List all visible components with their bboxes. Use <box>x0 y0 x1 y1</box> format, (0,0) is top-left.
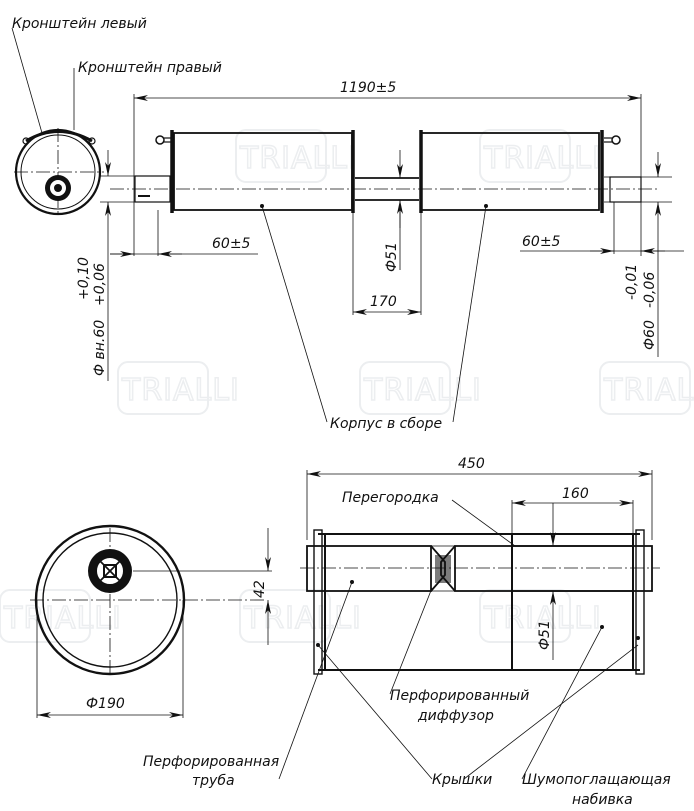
top-side-view <box>100 94 684 423</box>
dim-pipe-diameter: Ф51 <box>537 620 553 650</box>
watermark-7: TRIALLI <box>239 589 362 643</box>
svg-text:TRIALLI: TRIALLI <box>239 141 358 176</box>
label-perforated-diffuser-2: диффузор <box>417 708 494 724</box>
watermark-1: TRIALLI <box>235 129 358 183</box>
svg-text:TRIALLI: TRIALLI <box>603 373 694 408</box>
dim-pipe-offset: 42 <box>252 580 268 598</box>
cap-right <box>635 529 645 675</box>
label-sound-packing-2: набивка <box>572 792 633 808</box>
dim-right-pipe-length: 60±5 <box>522 234 561 250</box>
label-bracket-right: Кронштейн правый <box>78 60 222 76</box>
dim-left-pipe-length: 60±5 <box>212 236 251 252</box>
dim-outlet-tol-upper: -0,01 <box>624 264 640 300</box>
leader-perforated-pipe <box>278 581 353 780</box>
label-sound-packing-1: Шумопоглащающая <box>522 772 671 788</box>
dim-inlet-tol-upper: +0,10 <box>76 257 92 300</box>
svg-text:TRIALLI: TRIALLI <box>243 601 362 636</box>
bottom-section-view <box>278 470 660 780</box>
label-body-assembly: Корпус в сборе <box>330 416 442 432</box>
watermarks: TRIALLI TRIALLI TRIALLI TRIALLI TRIALLI … <box>0 129 694 643</box>
watermark-2: TRIALLI <box>479 129 602 183</box>
watermark-5: TRIALLI <box>599 361 694 415</box>
dim-packing-length: 160 <box>562 486 589 502</box>
label-bracket-left: Кронштейн левый <box>12 16 147 32</box>
dim-body-length: 450 <box>458 456 485 472</box>
leader-caps-right <box>463 644 639 780</box>
watermark-4: TRIALLI <box>359 361 482 415</box>
outlet-pipe <box>609 176 642 203</box>
label-perforated-pipe-1: Перфорированная <box>143 754 279 770</box>
label-perforated-diffuser-1: Перфорированный <box>390 688 529 704</box>
leader-caps-left <box>317 644 433 780</box>
leader-bracket-left <box>11 27 43 134</box>
watermark-8: TRIALLI <box>479 589 602 643</box>
svg-text:TRIALLI: TRIALLI <box>483 601 602 636</box>
dim-inlet-tol-lower: +0,06 <box>92 263 108 306</box>
bottom-end-view <box>30 524 272 718</box>
dim-connector-diameter: Ф51 <box>384 242 400 272</box>
dim-inlet-diameter: Ф вн.60 <box>92 320 108 376</box>
leader-baffle <box>451 499 516 547</box>
svg-text:TRIALLI: TRIALLI <box>121 373 240 408</box>
dim-connector-length: 170 <box>370 294 397 310</box>
top-end-view <box>11 27 104 216</box>
svg-text:TRIALLI: TRIALLI <box>483 141 602 176</box>
watermark-3: TRIALLI <box>117 361 240 415</box>
dim-overall-length: 1190±5 <box>340 80 396 96</box>
label-perforated-pipe-2: труба <box>192 773 235 789</box>
perforated-pipe <box>306 545 432 592</box>
label-baffle: Перегородка <box>342 490 439 506</box>
leader-diffuser <box>389 587 433 695</box>
dim-outlet-diameter: Ф60 <box>642 320 658 350</box>
watermark-6: TRIALLI <box>0 589 122 643</box>
label-caps: Крышки <box>432 772 492 788</box>
svg-text:TRIALLI: TRIALLI <box>363 373 482 408</box>
dim-body-diameter: Ф190 <box>86 696 125 712</box>
dim-outlet-tol-lower: -0,06 <box>642 272 658 308</box>
leader-packing <box>521 626 603 780</box>
svg-text:TRIALLI: TRIALLI <box>3 601 122 636</box>
